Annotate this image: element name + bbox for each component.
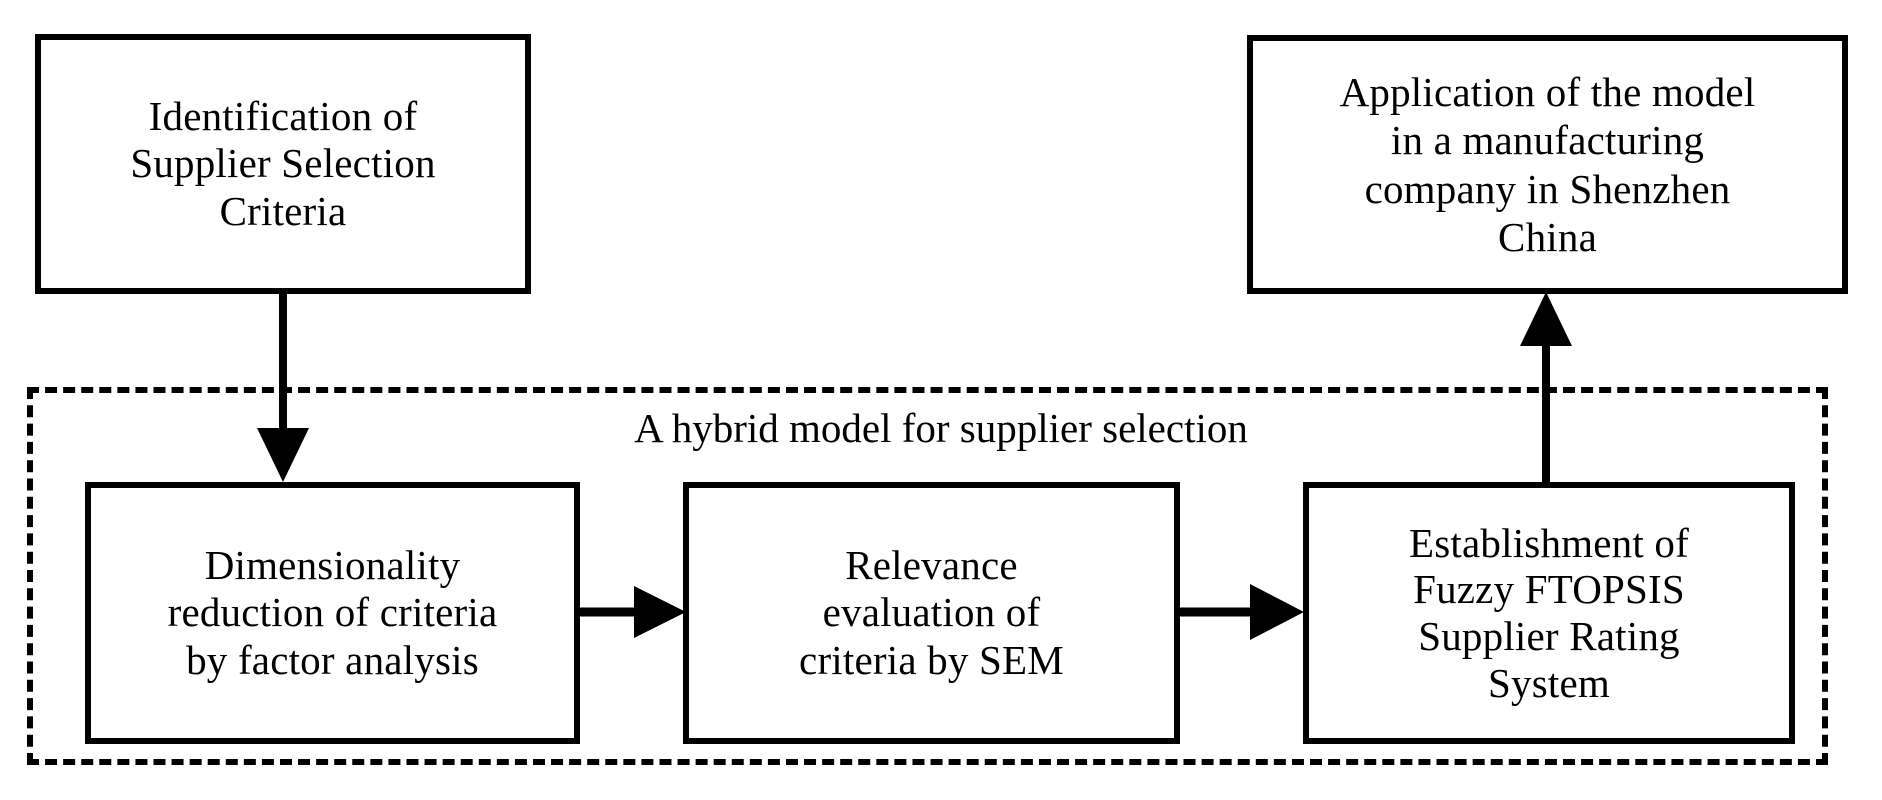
node-label-relevance: Relevance evaluation of criteria by SEM (799, 541, 1064, 683)
node-label-establishment: Establishment of Fuzzy FTOPSIS Supplier … (1409, 519, 1689, 706)
node-label-application: Application of the model in a manufactur… (1339, 68, 1756, 260)
node-identification-of-supplier-selection-criteria[interactable]: Identification of Supplier Selection Cri… (35, 34, 531, 294)
node-relevance-evaluation[interactable]: Relevance evaluation of criteria by SEM (683, 482, 1180, 744)
node-label-identification: Identification of Supplier Selection Cri… (130, 92, 436, 234)
node-label-dimensionality: Dimensionality reduction of criteria by … (167, 541, 498, 683)
node-application-of-the-model[interactable]: Application of the model in a manufactur… (1247, 35, 1848, 294)
group-hybrid-model-label: A hybrid model for supplier selection (634, 405, 1248, 451)
node-establishment-fuzzy-ftopsis[interactable]: Establishment of Fuzzy FTOPSIS Supplier … (1303, 482, 1795, 744)
group-hybrid-model-container (27, 387, 1828, 765)
node-dimensionality-reduction[interactable]: Dimensionality reduction of criteria by … (85, 482, 580, 744)
